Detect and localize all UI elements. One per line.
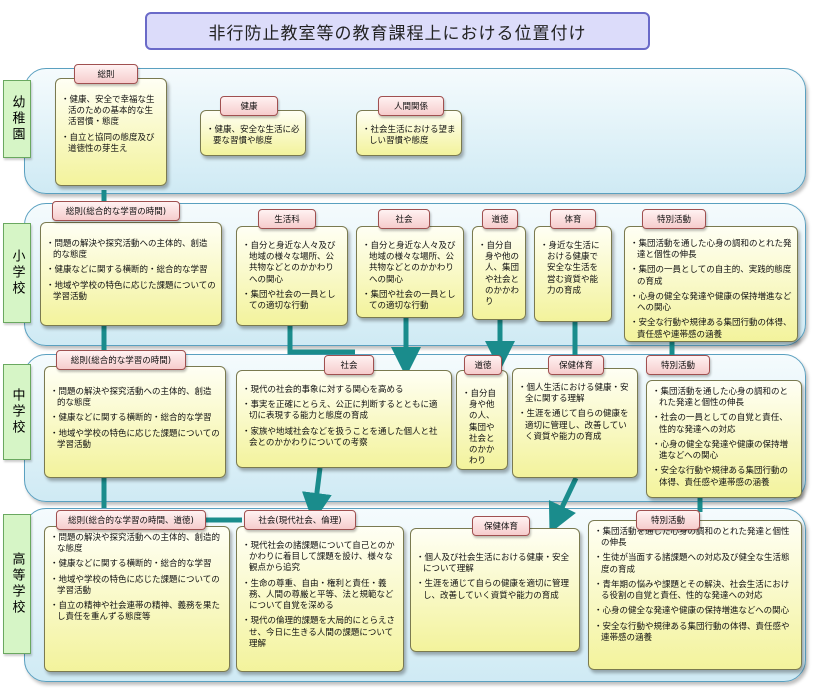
list-item: 地域や学校の特色に応じた課題についての学習活動 xyxy=(50,429,220,451)
list-item: 健康などに関する横断的・総合的な学習 xyxy=(46,265,216,276)
list-item: 個人及び社会生活における健康・安全について理解 xyxy=(416,553,574,575)
list-item: 安全な行動や規律ある集団行動の体得、責任感や連帯感の涵養 xyxy=(594,622,796,644)
list-item: 生命の尊重、自由・権利と責任・義務、人間の尊厳と平等、法と規範などについて自覚を… xyxy=(242,579,398,613)
junior-shakai-label: 社会 xyxy=(324,355,374,375)
elem-dotoku-box: 自分自身や他の人、集団や社会とのかかわり xyxy=(472,226,526,320)
list-item: 集団や社会の一員としての適切な行動 xyxy=(242,290,342,312)
list-item: 問題の解決や探究活動への主体的、創造的な態度 xyxy=(50,387,220,409)
list-item: 健康などに関する横断的・総合的な学習 xyxy=(50,413,220,424)
list-item: 現代の社会的事象に対する関心を高める xyxy=(242,385,446,396)
kinder-ningen-label: 人間関係 xyxy=(378,96,444,116)
list-item: 問題の解決や探究活動への主体的、創造的な態度 xyxy=(50,533,224,555)
list-item: 現代社会の諸課題について自己とのかかわりに着目して課題を設け、様々な観点から追究 xyxy=(242,541,398,575)
list-item: 自立の精神や社会連帯の精神、義務を果たし責任を重んずる態度等 xyxy=(50,601,224,623)
high-sosoku-label: 総則(総合的な学習の時間、道徳) xyxy=(56,510,206,530)
junior-sosoku-label: 総則(総合的な学習の時間) xyxy=(56,350,186,370)
high-tokkatsu-box: 集団活動を通した心身の調和のとれた発達と個性の伸長 生徒が当面する諸課題への対応… xyxy=(588,520,802,670)
list-item: 現代の倫理的課題を大局的にとらえさせ、今日に生きる人間の課題について理解 xyxy=(242,616,398,650)
high-hoken-box: 個人及び社会生活における健康・安全について理解 生涯を通じて自らの健康を適切に管… xyxy=(410,528,580,652)
list-item: 健康、安全で幸福な生活のための基本的な生活習慣・態度 xyxy=(61,95,161,129)
junior-sosoku-box: 問題の解決や探究活動への主体的、創造的な態度 健康などに関する横断的・総合的な学… xyxy=(44,366,226,478)
kinder-kenko-label: 健康 xyxy=(220,96,278,116)
list-item: 集団の一員としての自主的、実践的態度の育成 xyxy=(630,265,792,287)
high-tokkatsu-label: 特別活動 xyxy=(636,510,700,530)
list-item: 自分自身や他の人、集団や社会とのかかわり xyxy=(478,241,520,308)
list-item: 心身の健全な発達や健康の保持増進などへの関心 xyxy=(630,292,792,314)
stage-elem: 小学校 xyxy=(3,223,31,323)
list-item: 青年期の悩みや課題とその解決、社会生活における役割の自覚と責任、性的な発達への対… xyxy=(594,580,796,602)
elem-shakai-box: 自分と身近な人々及び地域の様々な場所、公共物などとのかかわりへの関心 集団や社会… xyxy=(356,226,464,318)
junior-hoken-label: 保健体育 xyxy=(548,355,604,375)
list-item: 生徒が当面する諸課題への対応及び健全な生活態度の育成 xyxy=(594,553,796,575)
elem-sosoku-box: 問題の解決や探究活動への主体的、創造的な態度 健康などに関する横断的・総合的な学… xyxy=(40,222,222,326)
list-item: 自立と協同の態度及び道徳性の芽生え xyxy=(61,133,161,155)
elem-taiiku-label: 体育 xyxy=(550,209,596,229)
high-shakai-box: 現代社会の諸課題について自己とのかかわりに着目して課題を設け、様々な観点から追究… xyxy=(236,526,404,672)
junior-hoken-box: 個人生活における健康・安全に関する理解 生涯を通じて自らの健康を適切に管理し、改… xyxy=(512,368,638,478)
list-item: 集団や社会の一員としての適切な行動 xyxy=(362,290,458,312)
kinder-sosoku-box: 健康、安全で幸福な生活のための基本的な生活習慣・態度 自立と協同の態度及び道徳性… xyxy=(55,78,167,186)
list-item: 健康、安全な生活に必要な習慣や態度 xyxy=(206,125,300,147)
elem-dotoku-label: 道徳 xyxy=(482,209,518,229)
page-title: 非行防止教室等の教育課程上における位置付け xyxy=(145,12,650,50)
list-item: 問題の解決や探究活動への主体的、創造的な態度 xyxy=(46,239,216,261)
arrow-seikatsu-shakai xyxy=(287,326,355,355)
list-item: 地域や学校の特色に応じた課題についての学習活動 xyxy=(46,281,216,303)
arrow-junior-high-shakai xyxy=(301,467,332,523)
high-sosoku-box: 問題の解決や探究活動への主体的、創造的な態度 健康などに関する横断的・総合的な学… xyxy=(44,526,230,672)
junior-tokkatsu-label: 特別活動 xyxy=(646,355,710,375)
list-item: 心身の健全な発達や健康の保持増進などへの関心 xyxy=(594,606,796,617)
list-item: 個人生活における健康・安全に関する理解 xyxy=(518,383,632,405)
elem-tokkatsu-label: 特別活動 xyxy=(642,209,706,229)
list-item: 安全な行動や規律ある集団行動の体得、責任感や連帯感の涵養 xyxy=(652,466,796,488)
list-item: 生涯を通じて自らの健康を適切に管理し、改善していく資質や能力の育成 xyxy=(518,409,632,443)
list-item: 安全な行動や規律ある集団行動の体得、責任感や連帯感の涵養 xyxy=(630,318,792,340)
junior-tokkatsu-box: 集団活動を通した心身の調和のとれた発達と個性の伸長 社会の一員としての自覚と責任… xyxy=(646,380,802,498)
list-item: 身近な生活における健康で安全な生活を営む資質や能力の育成 xyxy=(540,241,606,297)
kinder-ningen-box: 社会生活における望ましい習慣や態度 xyxy=(356,110,462,156)
stage-high: 高等学校 xyxy=(3,514,31,654)
high-hoken-label: 保健体育 xyxy=(472,516,530,536)
kinder-kenko-box: 健康、安全な生活に必要な習慣や態度 xyxy=(200,110,306,156)
stage-kinder: 幼稚園 xyxy=(3,80,31,158)
list-item: 自分と身近な人々及び地域の様々な場所、公共物などとのかかわりへの関心 xyxy=(242,241,342,286)
list-item: 生涯を通じて自らの健康を適切に管理し、改善していく資質や能力の育成 xyxy=(416,579,574,601)
list-item: 社会生活における望ましい習慣や態度 xyxy=(362,125,456,147)
elem-shakai-label: 社会 xyxy=(378,209,430,229)
list-item: 集団活動を通した心身の調和のとれた発達と個性の伸長 xyxy=(594,527,796,549)
list-item: 事実を正確にとらえ、公正に判断するとともに適切に表現する能力と態度の育成 xyxy=(242,400,446,422)
junior-shakai-box: 現代の社会的事象に対する関心を高める 事実を正確にとらえ、公正に判断するとともに… xyxy=(236,370,452,468)
junior-dotoku-box: 自分自身や他の人、集団や社会とのかかわり xyxy=(456,370,508,470)
list-item: 社会の一員としての自覚と責任、性的な発達への対応 xyxy=(652,413,796,435)
junior-dotoku-label: 道徳 xyxy=(464,355,502,375)
elem-tokkatsu-box: 集団活動を通した心身の調和のとれた発達と個性の伸長 集団の一員としての自主的、実… xyxy=(624,226,798,342)
list-item: 家族や地域社会などを扱うことを通した個人と社会とのかかわりについての考察 xyxy=(242,427,446,449)
high-shakai-label: 社会(現代社会、倫理) xyxy=(244,510,356,530)
elem-sosoku-label: 総則(総合的な学習の時間) xyxy=(52,201,180,221)
list-item: 集団活動を通した心身の調和のとれた発達と個性の伸長 xyxy=(630,239,792,261)
list-item: 地域や学校の特色に応じた課題についての学習活動 xyxy=(50,575,224,597)
elem-taiiku-box: 身近な生活における健康で安全な生活を営む資質や能力の育成 xyxy=(534,226,612,322)
arrow-junior-high-hoken xyxy=(548,476,579,534)
elem-seikatsu-box: 自分と身近な人々及び地域の様々な場所、公共物などとのかかわりへの関心 集団や社会… xyxy=(236,226,348,326)
list-item: 自分自身や他の人、集団や社会とのかかわり xyxy=(462,389,502,468)
list-item: 集団活動を通した心身の調和のとれた発達と個性の伸長 xyxy=(652,387,796,409)
elem-seikatsu-label: 生活科 xyxy=(258,209,316,229)
kinder-sosoku-label: 総則 xyxy=(74,64,138,84)
list-item: 健康などに関する横断的・総合的な学習 xyxy=(50,559,224,570)
list-item: 心身の健全な発達や健康の保持増進などへの関心 xyxy=(652,440,796,462)
list-item: 自分と身近な人々及び地域の様々な場所、公共物などとのかかわりへの関心 xyxy=(362,241,458,286)
stage-junior: 中学校 xyxy=(3,364,31,460)
